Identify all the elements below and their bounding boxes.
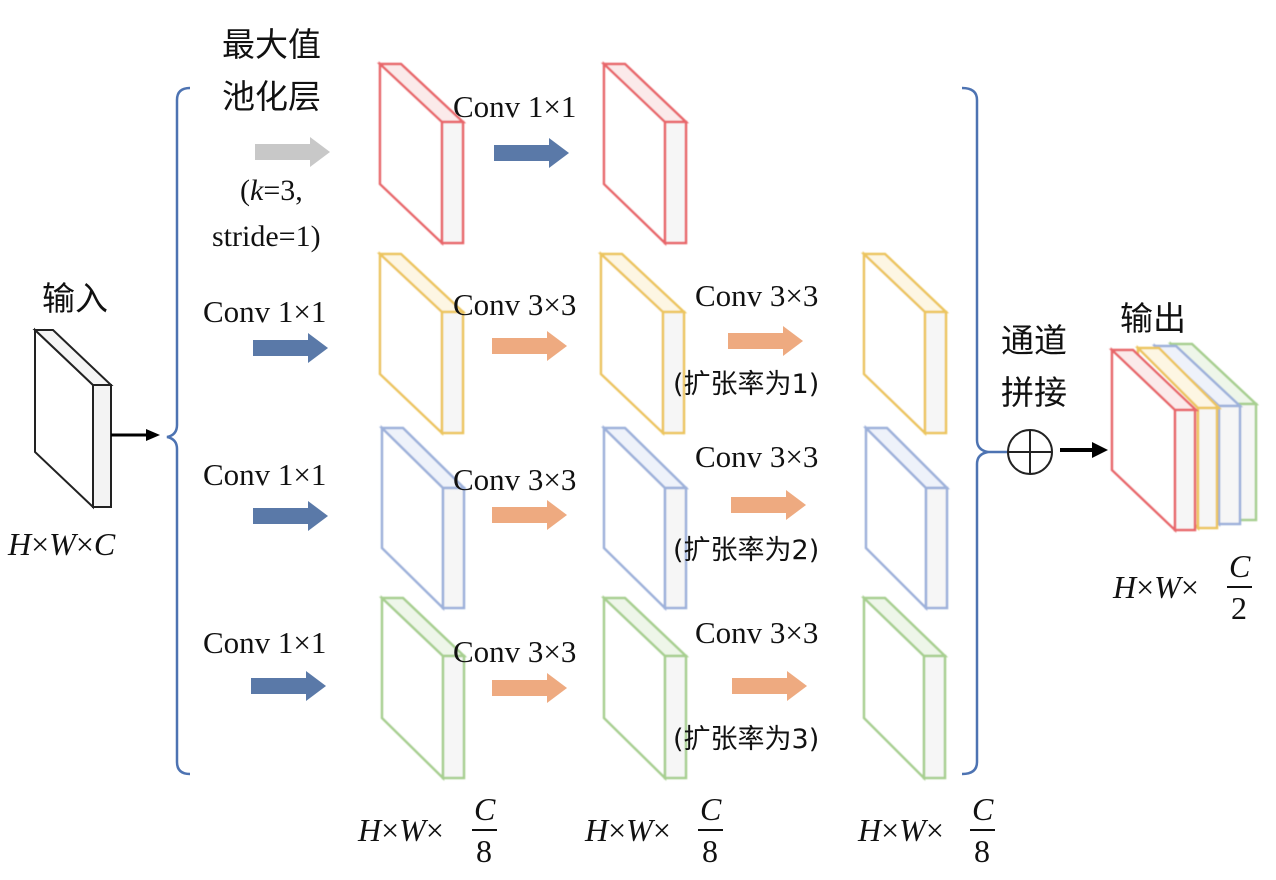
row4-dilated-conv-label: Conv 3×3 (695, 615, 818, 650)
pool-param-k: (k=3, (240, 174, 303, 207)
row3-arrow-3 (731, 490, 806, 520)
dims-label-col1: H×W× C 8 (357, 791, 497, 869)
row4-arrow-2 (492, 673, 567, 703)
svg-text:H×W×: H×W× (857, 812, 944, 848)
row2-arrow-3 (728, 326, 803, 356)
pool-param-stride: stride=1) (212, 220, 321, 253)
row3-conv3x3-label: Conv 3×3 (453, 462, 576, 497)
red-block-2 (600, 61, 690, 246)
blue-block-1 (378, 425, 468, 611)
svg-text:H×W×: H×W× (584, 812, 671, 848)
blue-block-2 (600, 425, 690, 611)
dims-label-col3: H×W× C 8 (857, 791, 995, 869)
concat-to-output-arrow (1060, 442, 1108, 458)
svg-text:8: 8 (974, 833, 990, 869)
row1-conv1x1-label: Conv 1×1 (453, 89, 576, 124)
input-feature-block (32, 327, 114, 510)
output-feature-stack (1108, 341, 1260, 533)
blue-block-3 (862, 424, 951, 612)
svg-text:8: 8 (702, 833, 718, 869)
row3-dilated-conv-label: Conv 3×3 (695, 439, 818, 474)
svg-text:8: 8 (476, 833, 492, 869)
yellow-block-2 (597, 251, 688, 436)
svg-text:C: C (700, 791, 722, 827)
concat-label-line1: 通道 (1001, 321, 1067, 360)
pool-arrow (255, 137, 330, 167)
svg-text:H×W×: H×W× (357, 812, 444, 848)
row4-conv1x1-label: Conv 1×1 (203, 625, 326, 660)
output-label: 输出 (1120, 299, 1186, 338)
dims-label-col2: H×W× C 8 (584, 791, 723, 869)
row4-arrow-1 (251, 671, 326, 701)
svg-text:C: C (972, 791, 994, 827)
yellow-block-1 (376, 251, 467, 436)
red-block-1 (376, 61, 467, 246)
row4-dilation-label: (扩张率为3) (673, 724, 819, 755)
left-bracket (166, 86, 191, 776)
row3-conv1x1-label: Conv 1×1 (203, 457, 326, 492)
concat-plus-icon (988, 429, 1053, 475)
svg-text:2: 2 (1231, 590, 1247, 626)
input-label: 输入 (42, 279, 108, 318)
svg-text:H×W×: H×W× (1112, 569, 1199, 605)
output-dims-label: H×W× C 2 (1112, 548, 1252, 626)
row2-arrow-2 (492, 331, 567, 361)
pool-title-line1: 最大值 (222, 25, 321, 64)
row3-arrow-2 (492, 500, 567, 530)
row3-arrow-1 (253, 501, 328, 531)
input-to-branches-arrow (111, 429, 160, 441)
input-dims: H×W×C (7, 526, 116, 562)
green-block-3 (860, 595, 949, 782)
row2-dilated-conv-label: Conv 3×3 (695, 278, 818, 313)
concat-label-line2: 拼接 (1001, 373, 1067, 412)
row2-conv1x1-label: Conv 1×1 (203, 294, 326, 329)
green-block-2 (600, 595, 690, 781)
row3-dilation-label: (扩张率为2) (673, 535, 819, 566)
row1-conv-arrow (494, 138, 569, 168)
row2-dilation-label: (扩张率为1) (673, 369, 819, 400)
row4-conv3x3-label: Conv 3×3 (453, 634, 576, 669)
row4-arrow-3 (732, 671, 807, 701)
row2-arrow-1 (253, 333, 328, 363)
svg-text:C: C (474, 791, 496, 827)
green-block-1 (378, 595, 468, 781)
row2-conv3x3-label: Conv 3×3 (453, 287, 576, 322)
yellow-block-3 (860, 251, 950, 436)
right-bracket (961, 86, 989, 776)
svg-text:C: C (1229, 548, 1251, 584)
pool-title-line2: 池化层 (222, 77, 321, 116)
